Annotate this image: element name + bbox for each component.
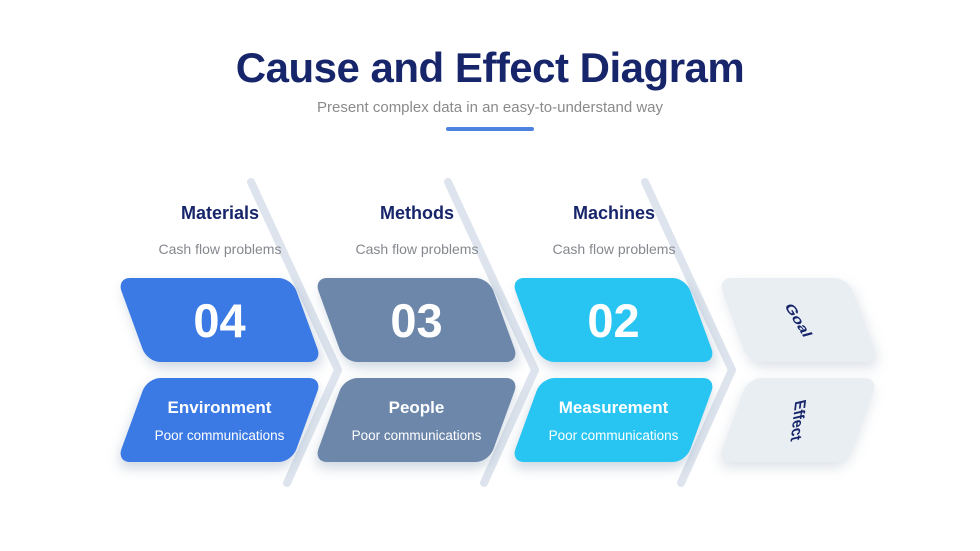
goal-label: Goal bbox=[780, 301, 816, 339]
step-number: 02 bbox=[587, 293, 640, 347]
cause-shape-environment: Environment Poor communications bbox=[116, 378, 323, 462]
title-underline-accent bbox=[446, 127, 534, 131]
chevron-divider-2 bbox=[444, 178, 539, 487]
cause-note: Poor communications bbox=[154, 427, 285, 443]
category-heading: Materials bbox=[180, 203, 260, 223]
chevron-divider-1 bbox=[247, 178, 342, 487]
step-number: 03 bbox=[390, 293, 443, 347]
step-number: 04 bbox=[193, 293, 246, 347]
chevron-divider-3 bbox=[641, 178, 736, 487]
cause-label: Environment bbox=[167, 397, 272, 417]
page-title: Cause and Effect Diagram bbox=[235, 44, 745, 91]
number-shape-04: 04 bbox=[116, 278, 323, 362]
category-note: Cash flow problems bbox=[552, 241, 676, 257]
number-shape-02: 02 bbox=[510, 278, 717, 362]
cause-shape-people: People Poor communications bbox=[313, 378, 520, 462]
category-heading: Methods bbox=[380, 203, 454, 223]
category-note: Cash flow problems bbox=[158, 241, 282, 257]
category-note: Cash flow problems bbox=[355, 241, 479, 257]
category-head-machines: Machines Cash flow problems bbox=[494, 203, 734, 257]
effect-label: Effect bbox=[786, 397, 810, 443]
cause-shape-measurement: Measurement Poor communications bbox=[510, 378, 717, 462]
category-head-materials: Materials Cash flow problems bbox=[100, 203, 340, 257]
cause-note: Poor communications bbox=[548, 427, 679, 443]
page-subtitle: Present complex data in an easy-to-under… bbox=[316, 99, 664, 116]
category-heading: Machines bbox=[572, 203, 656, 223]
category-head-methods: Methods Cash flow problems bbox=[297, 203, 537, 257]
cause-label: People bbox=[388, 397, 445, 417]
cause-note: Poor communications bbox=[351, 427, 482, 443]
number-shape-03: 03 bbox=[313, 278, 520, 362]
cause-label: Measurement bbox=[558, 397, 669, 417]
